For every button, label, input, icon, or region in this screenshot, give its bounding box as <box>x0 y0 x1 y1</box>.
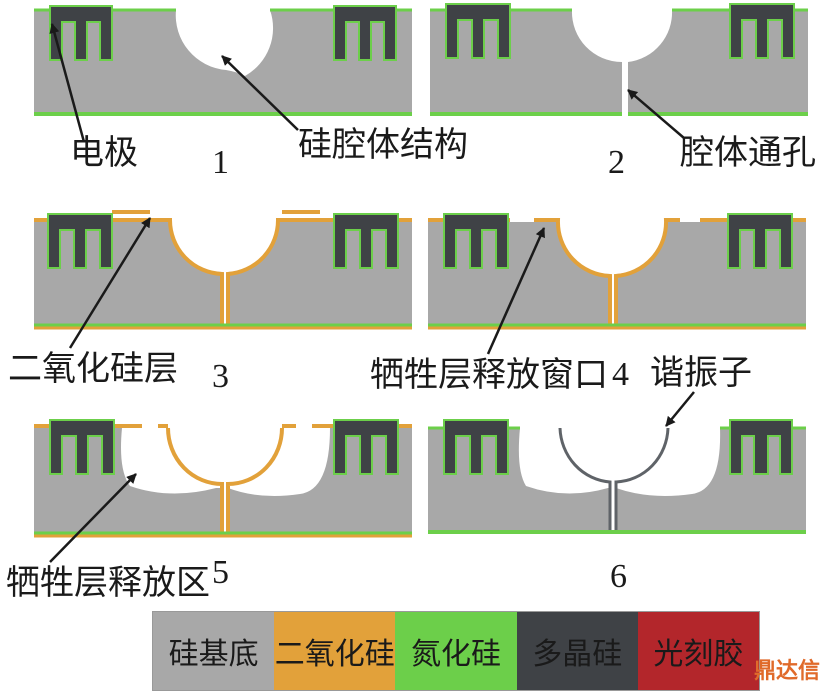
silicon-substrate <box>616 428 806 532</box>
step-number-4: 4 <box>612 356 629 393</box>
poly-electrode-right <box>333 5 397 61</box>
material-legend: 硅基底 二氧化硅 氮化硅 多晶硅 光刻胶 <box>152 611 760 691</box>
label-silicon-cavity: 硅腔体结构 <box>298 125 468 165</box>
poly-electrode-left <box>49 419 115 475</box>
panel-step-1 <box>34 5 412 116</box>
poly-electrode-left <box>47 213 113 269</box>
poly-electrode-left <box>443 419 509 475</box>
watermark: 鼎达信 <box>753 659 820 684</box>
step-number-6: 6 <box>610 558 627 595</box>
resonator-oxide <box>166 427 224 534</box>
poly-electrode-right <box>729 3 795 59</box>
arrow-electrode <box>49 23 86 143</box>
resonator-shell <box>614 427 670 532</box>
step-number-2: 2 <box>608 144 625 181</box>
arrow-resonator <box>665 391 695 427</box>
poly-electrode-left <box>443 213 509 269</box>
arrow-release-region <box>49 473 137 563</box>
legend-silicon: 硅基底 <box>153 612 275 690</box>
legend-nitride: 氮化硅 <box>395 612 517 690</box>
panel-step-5 <box>34 419 412 538</box>
poly-electrode-left <box>445 3 511 59</box>
legend-resist: 光刻胶 <box>637 612 760 690</box>
poly-electrode-right <box>727 213 793 269</box>
arrow-silicon-cavity <box>221 55 299 131</box>
arrow-cavity-via <box>627 89 685 139</box>
poly-electrode-right <box>333 213 399 269</box>
panel-step-2 <box>430 3 808 116</box>
silicon-substrate <box>34 10 412 114</box>
label-release-region: 牺牲层释放区 <box>6 563 210 603</box>
label-electrode: 电极 <box>70 133 138 173</box>
label-oxide-layer: 二氧化硅层 <box>8 349 178 389</box>
resonator-shell <box>558 427 612 532</box>
poly-electrode-right <box>333 419 399 475</box>
silicon-substrate <box>616 222 806 326</box>
poly-electrode-right <box>729 419 793 475</box>
legend-poly: 多晶硅 <box>516 612 638 690</box>
legend-oxide: 二氧化硅 <box>274 612 396 690</box>
step-number-1: 1 <box>212 144 229 181</box>
arrow-oxide-layer <box>68 217 152 349</box>
silicon-substrate <box>34 222 222 326</box>
arrow-release-window <box>486 227 546 355</box>
annotation-arrows <box>49 23 695 563</box>
oxide-layer <box>226 218 412 326</box>
label-cavity-via: 腔体通孔 <box>680 133 816 173</box>
step-number-5: 5 <box>212 554 229 591</box>
silicon-substrate <box>228 428 412 534</box>
panel-step-4 <box>428 213 806 330</box>
label-release-window: 牺牲层释放窗口 <box>370 355 608 395</box>
silicon-substrate <box>228 222 412 326</box>
panel-step-6 <box>428 419 806 534</box>
oxide-layer <box>34 218 224 326</box>
step-number-3: 3 <box>212 358 229 395</box>
panel-step-3 <box>34 210 412 330</box>
label-resonator: 谐振子 <box>650 353 752 393</box>
resonator-oxide <box>226 427 284 534</box>
